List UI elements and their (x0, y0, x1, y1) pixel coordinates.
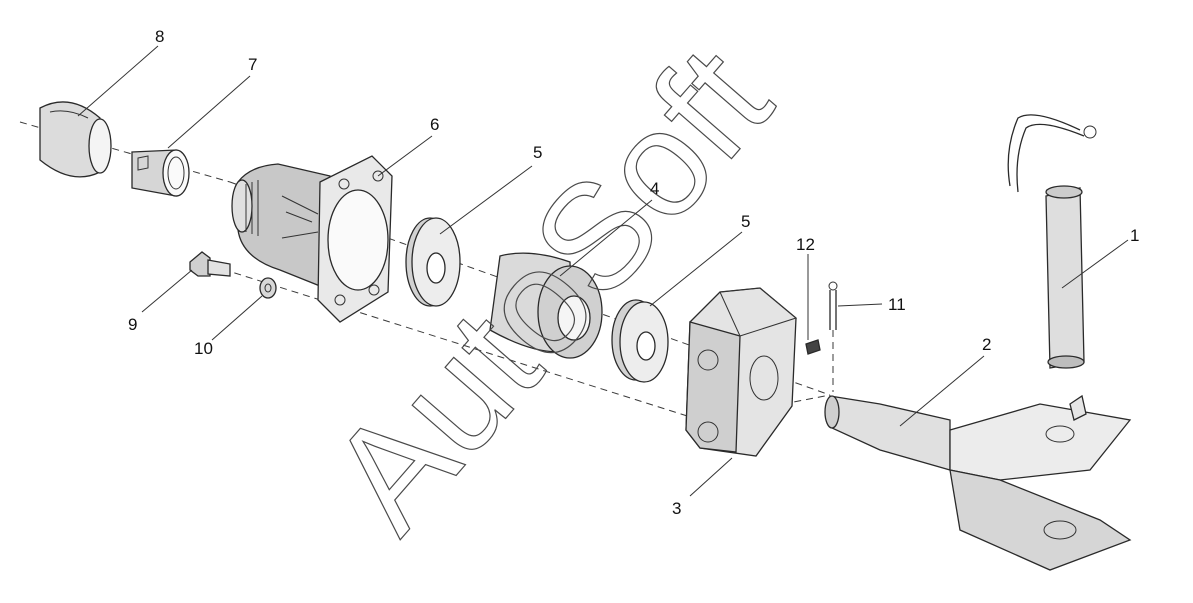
part-11-split-pin (828, 281, 838, 330)
part-7-bushing (131, 149, 190, 197)
callout-5-upper: 5 (533, 143, 542, 162)
callout-3: 3 (672, 499, 681, 518)
callout-12: 12 (796, 235, 815, 254)
leader-1 (1061, 239, 1129, 289)
leader-lines (77, 45, 1129, 497)
part-9-bolt (189, 251, 231, 277)
leader-7 (167, 75, 251, 149)
callout-5-lower: 5 (741, 212, 750, 231)
part-12-nipple (805, 339, 821, 355)
leader-6 (377, 135, 433, 177)
part-2-bracket-shaft (824, 394, 1132, 571)
leader-5b (649, 231, 743, 307)
part-10-small-washer (259, 277, 277, 299)
callout-10: 10 (194, 339, 213, 358)
callout-11: 11 (888, 295, 906, 314)
callout-6: 6 (430, 115, 439, 134)
callout-9: 9 (128, 315, 137, 334)
leader-11 (837, 303, 883, 307)
leader-2 (899, 355, 985, 427)
leader-10 (211, 295, 263, 341)
callout-4: 4 (650, 179, 659, 198)
part-5-washer-lower (611, 299, 669, 383)
leader-9 (141, 269, 193, 313)
part-1-handle-pin (1007, 114, 1097, 369)
callout-labels: 8 7 6 5 4 5 12 11 1 2 3 9 10 (128, 27, 1139, 518)
callout-2: 2 (982, 335, 991, 354)
leader-5a (439, 165, 533, 235)
callout-8: 8 (155, 27, 164, 46)
lower-axis (199, 261, 701, 421)
callout-1: 1 (1130, 226, 1139, 245)
callout-7: 7 (248, 55, 257, 74)
part-4-cylinder (489, 252, 603, 359)
part-3-block (685, 287, 798, 457)
leader-4 (559, 199, 653, 277)
part-6-flanged-housing (231, 155, 393, 323)
part-5-washer-upper (405, 217, 461, 307)
leader-3 (689, 457, 733, 497)
part-8-sleeve (39, 101, 112, 178)
leader-8 (77, 45, 159, 117)
